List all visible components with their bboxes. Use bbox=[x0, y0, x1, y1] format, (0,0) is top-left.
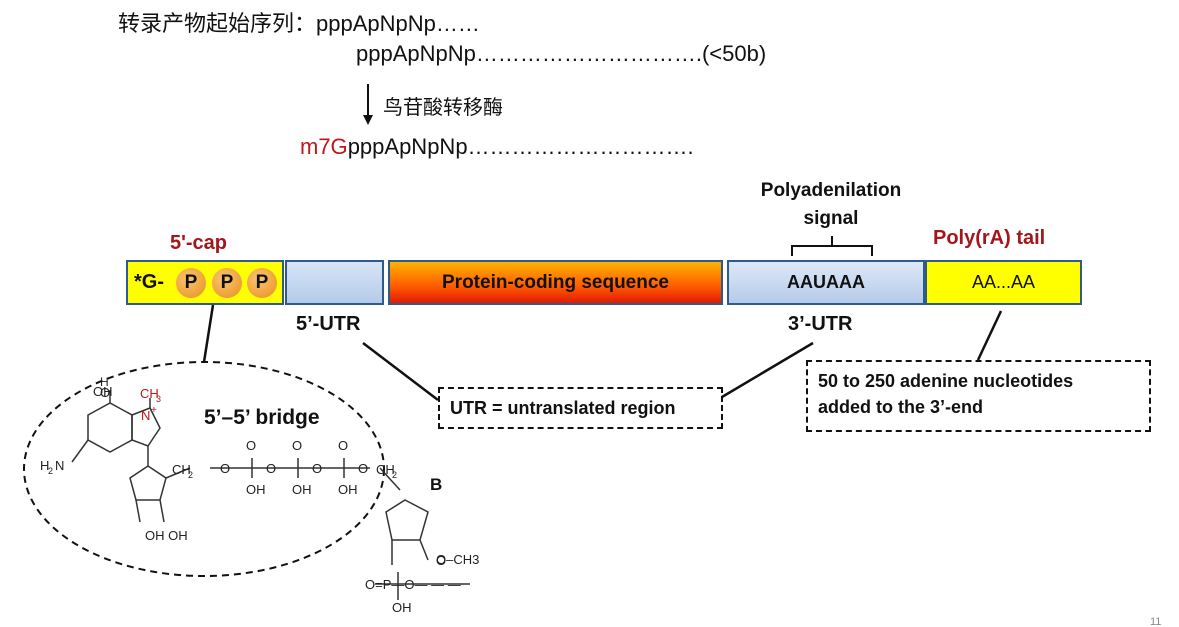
tail-note-line-2: added to the 3’-end bbox=[818, 397, 984, 417]
svg-text:OH: OH bbox=[338, 482, 358, 497]
svg-text:O: O bbox=[292, 438, 302, 453]
svg-text:OH OH: OH OH bbox=[145, 528, 188, 543]
svg-text:2: 2 bbox=[48, 466, 53, 476]
coding-label: Protein-coding sequence bbox=[442, 271, 669, 293]
svg-text:OH: OH bbox=[392, 600, 412, 615]
svg-text:H: H bbox=[40, 458, 49, 473]
svg-text:N: N bbox=[141, 408, 150, 423]
utr-note: UTR = untranslated region bbox=[450, 398, 676, 418]
tail-note-box: 50 to 250 adenine nucleotides added to t… bbox=[806, 360, 1151, 432]
oh-label: OH bbox=[93, 384, 113, 399]
cap-prefix: *G- bbox=[134, 271, 164, 293]
svg-text:O: O bbox=[246, 438, 256, 453]
phosphate-1: P bbox=[176, 268, 206, 298]
svg-text:3: 3 bbox=[156, 394, 161, 404]
polyadenylation-signal-label: Polyadenilation signal bbox=[760, 180, 902, 229]
svg-text:CH: CH bbox=[172, 462, 191, 477]
svg-text:2: 2 bbox=[392, 470, 397, 480]
utr3-box: AAUAAA bbox=[727, 260, 925, 305]
methoxy-label: O–CH3 bbox=[436, 552, 480, 567]
sequence-line-2: pppApNpNp………………………….(<50b) bbox=[356, 41, 767, 66]
svg-text:H: H bbox=[100, 375, 109, 389]
svg-text:N: N bbox=[55, 458, 64, 473]
phosphate-3: P bbox=[247, 268, 277, 298]
page-number: 11 bbox=[1150, 616, 1162, 627]
sequence-line-3: pppApNpNp…………………………. bbox=[347, 134, 694, 159]
utr5-box bbox=[285, 260, 384, 305]
m7g-label: m7G bbox=[300, 134, 348, 159]
svg-text:OH: OH bbox=[246, 482, 266, 497]
enzyme-label: 鸟苷酸转移酶 bbox=[383, 95, 503, 119]
svg-text:OH: OH bbox=[292, 482, 312, 497]
base-label: B bbox=[430, 475, 443, 494]
coding-box: Protein-coding sequence bbox=[388, 260, 723, 305]
svg-text:O: O bbox=[358, 461, 368, 476]
down-arrow-icon bbox=[363, 84, 373, 125]
polya-tail-label: Poly(rA) tail bbox=[933, 227, 1046, 249]
svg-text:+: + bbox=[151, 405, 157, 416]
svg-text:O=P—O— — —: O=P—O— — — bbox=[365, 577, 461, 592]
svg-text:O: O bbox=[338, 438, 348, 453]
polya-tail-seq: AA...AA bbox=[971, 272, 1036, 292]
svg-text:O: O bbox=[312, 461, 322, 476]
svg-text:2: 2 bbox=[188, 470, 193, 480]
bridge-label: 5’–5’ bridge bbox=[204, 406, 320, 429]
methyl-group: CH bbox=[140, 386, 159, 401]
phosphate-2: P bbox=[212, 268, 242, 298]
cap-label: 5'-cap bbox=[170, 232, 228, 254]
svg-text:O: O bbox=[436, 553, 446, 568]
utr5-label: 5’-UTR bbox=[296, 313, 361, 335]
svg-text:O: O bbox=[266, 461, 276, 476]
sequence-line-1: pppApNpNp…… bbox=[316, 11, 480, 36]
aauaaa-label: AAUAAA bbox=[787, 272, 865, 292]
signal-bracket bbox=[791, 236, 873, 256]
svg-text:CH: CH bbox=[376, 462, 395, 477]
svg-text:O: O bbox=[220, 461, 230, 476]
utr3-label: 3’-UTR bbox=[788, 313, 853, 335]
tail-note-line-1: 50 to 250 adenine nucleotides bbox=[818, 371, 1074, 391]
svg-text:O: O bbox=[100, 385, 110, 400]
polya-box: AA...AA bbox=[925, 260, 1082, 305]
utr-note-box: UTR = untranslated region bbox=[438, 387, 723, 429]
sequence-label: 转录产物起始序列： bbox=[118, 12, 317, 37]
